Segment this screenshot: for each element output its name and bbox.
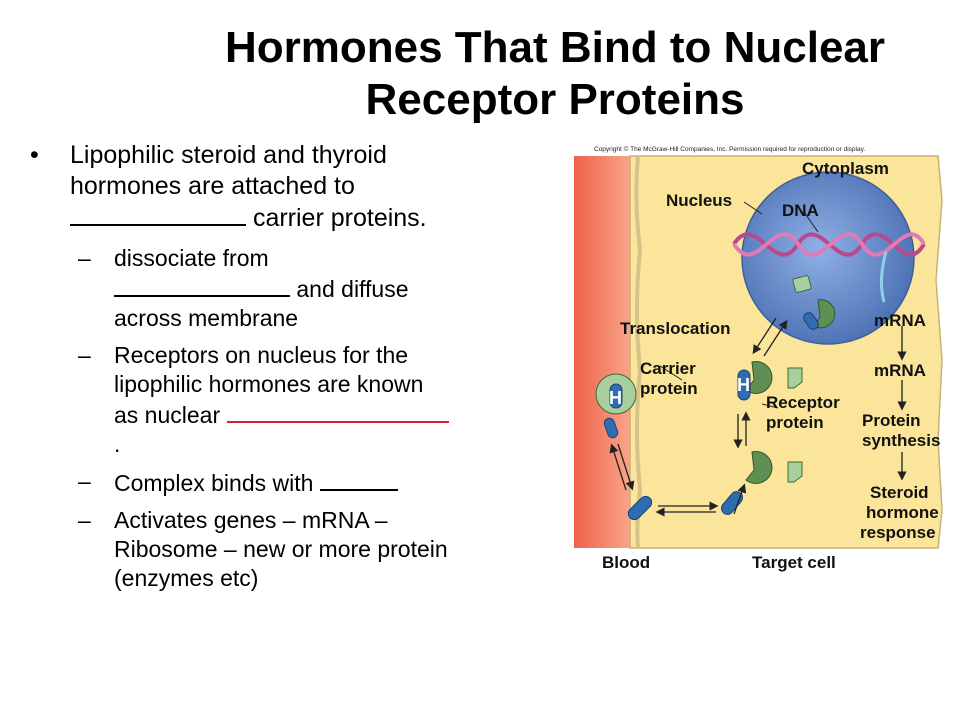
sub-bullet-marker: – — [78, 507, 91, 533]
arrow-line — [763, 319, 788, 357]
arrow-line — [733, 483, 747, 515]
label-nucleus: Nucleus — [666, 191, 732, 210]
label-carrier-line1: Carrier — [640, 359, 696, 378]
leader-line — [659, 365, 683, 381]
sub-bullet-marker: – — [78, 342, 91, 368]
fill-in-blank — [319, 467, 398, 491]
bullet-list: • Lipophilic steroid and thyroid hormone… — [30, 140, 450, 601]
title-line-1: Hormones That Bind to Nuclear — [224, 23, 886, 72]
slide-title: Hormones That Bind to Nuclear Receptor P… — [150, 22, 960, 126]
receptor-protein-icon — [745, 451, 773, 484]
main-bullet-text: Lipophilic steroid and thyroid hormones … — [70, 141, 387, 200]
label-protein-line1: Protein — [862, 411, 921, 430]
fill-in-blank — [70, 202, 246, 226]
label-steroid-line3: response — [860, 523, 936, 542]
copyright-text: Copyright © The McGraw-Hill Companies, I… — [594, 145, 865, 153]
hormone-letter: H — [737, 375, 750, 395]
hormone-letter: H — [609, 388, 622, 408]
receptor-fragment-icon — [787, 367, 803, 389]
arrow-line — [752, 317, 777, 355]
sub-bullet-text: Activates genes – mRNA –Ribosome – new o… — [114, 507, 448, 591]
hormone-molecule-icon — [609, 383, 623, 409]
sub-bullet-marker: – — [78, 245, 91, 271]
leader-line — [743, 201, 763, 215]
sub-bullet: – Receptors on nucleus for the lipophili… — [30, 341, 450, 459]
diagram-svg: Copyright © The McGraw-Hill Companies, I… — [574, 145, 943, 572]
arrow-line — [617, 443, 635, 491]
fill-in-blank — [114, 273, 290, 297]
leader-line — [761, 403, 779, 409]
label-protein-line2: synthesis — [862, 431, 940, 450]
label-blood: Blood — [602, 553, 650, 572]
sub-bullet-text-end: . — [114, 431, 121, 457]
label-translocation: Translocation — [620, 319, 731, 338]
label-receptor-line2: protein — [766, 413, 824, 432]
nucleus-shape — [741, 171, 915, 345]
sub-bullet: – Complex binds with — [30, 467, 450, 498]
label-receptor-line1: Receptor — [766, 393, 840, 412]
sub-bullet: – dissociate from and diffuse across mem… — [30, 244, 450, 333]
sub-bullet-text: Complex binds with — [114, 470, 314, 496]
label-steroid-line1: Steroid — [870, 483, 929, 502]
label-mrna-mid: mRNA — [874, 361, 926, 380]
leader-line — [803, 211, 819, 233]
sub-bullet-text-end: and diffuse across membrane — [114, 276, 409, 331]
bullet-marker: • — [30, 141, 39, 169]
label-cytoplasm: Cytoplasm — [802, 159, 889, 178]
label-mrna-top: mRNA — [874, 311, 926, 330]
hormone-molecule-icon — [737, 369, 751, 401]
receptor-fragment-icon — [792, 275, 812, 293]
sub-bullet-text: Receptors on nucleus for the lipophilic … — [114, 342, 424, 428]
arrow-line — [609, 443, 627, 491]
main-bullet-text-end: carrier proteins. — [252, 204, 427, 232]
sub-bullet-text: dissociate from — [114, 245, 269, 271]
hormone-molecule-icon — [627, 495, 653, 521]
hormone-molecule-icon — [803, 312, 819, 330]
label-dna: DNA — [782, 201, 819, 220]
main-bullet: • Lipophilic steroid and thyroid hormone… — [30, 140, 450, 234]
mrna-strand — [879, 251, 888, 303]
sub-bullet: – Activates genes – mRNA –Ribosome – new… — [30, 506, 450, 593]
dna-strand — [732, 232, 926, 257]
label-steroid-line2: hormone — [866, 503, 939, 522]
label-target-cell: Target cell — [752, 553, 836, 572]
sub-bullet-marker: – — [78, 468, 91, 494]
title-line-2: Receptor Proteins — [365, 75, 745, 124]
receptor-fragment-icon — [787, 461, 803, 483]
fill-in-blank — [226, 399, 449, 423]
cell-membrane — [634, 155, 643, 549]
hormone-receptor-diagram: Copyright © The McGraw-Hill Companies, I… — [566, 140, 960, 580]
label-carrier-line2: protein — [640, 379, 698, 398]
hormone-molecule-icon — [603, 417, 619, 439]
